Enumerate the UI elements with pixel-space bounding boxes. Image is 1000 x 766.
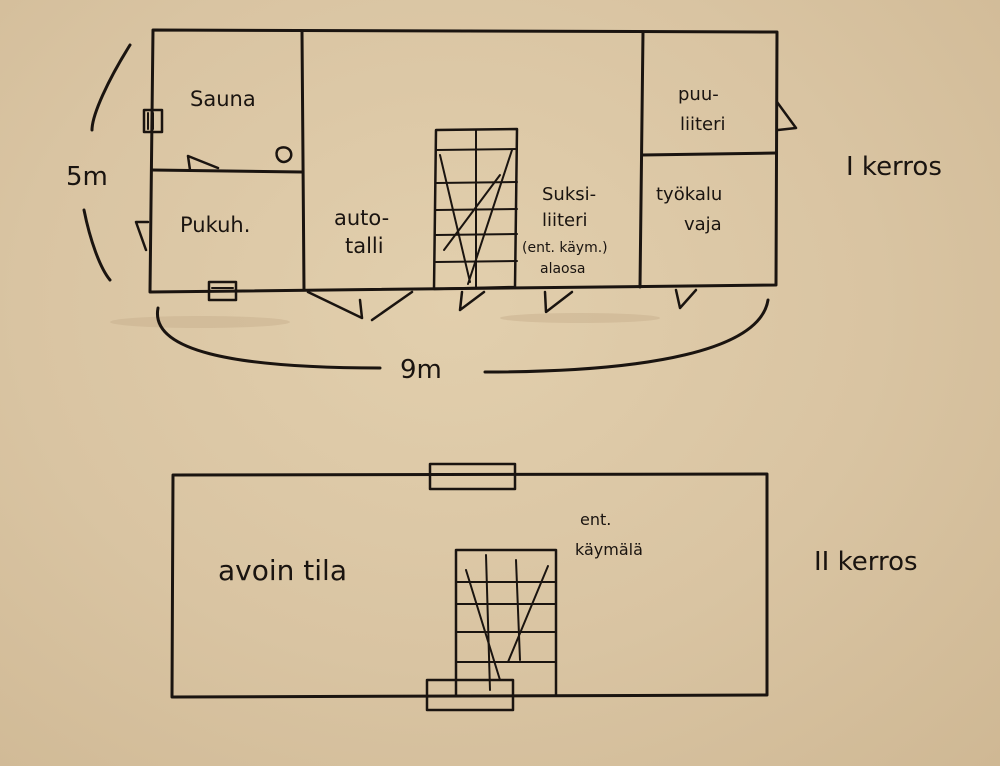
window-floor-2-bottom <box>425 678 515 712</box>
wall-woodshed <box>638 30 645 289</box>
floor-2-outline <box>170 472 769 699</box>
room-label-suksiliiteri-line2: liiteri <box>542 210 588 231</box>
window-sauna <box>142 108 164 134</box>
room-label-puuliiteri-line2: liiteri <box>680 114 726 135</box>
dimension-arc-height-top <box>90 43 132 132</box>
wall-sauna-garage <box>300 30 306 292</box>
room-label-suksiliiteri-line3: (ent. käym.) <box>522 240 608 256</box>
stove-icon <box>275 146 293 164</box>
dimension-label-height: 5m <box>66 162 108 192</box>
room-label-avoin-tila: avoin tila <box>218 554 347 587</box>
dimension-label-width: 9m <box>400 355 442 385</box>
dimension-arc-height-bottom <box>82 208 112 282</box>
door-woodshed <box>775 100 798 132</box>
room-label-ent-kaymala-line1: ent. <box>580 510 611 529</box>
window-pukuh <box>207 280 238 302</box>
door-stairs <box>458 290 486 312</box>
room-label-autotalli-line2: talli <box>345 234 384 258</box>
room-label-tyokaluvaja-line2: vaja <box>684 214 722 235</box>
dimension-arc-width-left <box>156 306 382 370</box>
door-sauna <box>186 154 220 172</box>
floor-2-title: II kerros <box>814 547 918 577</box>
wall-sauna-pukuh <box>150 168 304 174</box>
paper-smudge <box>500 313 660 323</box>
staircase-floor-2 <box>454 548 558 697</box>
door-tool-shed <box>674 288 698 310</box>
room-label-ent-kaymala-line2: käymälä <box>575 540 643 559</box>
floor-2-plan: avoin tila ent. käymälä II kerros <box>170 462 918 712</box>
room-label-suksiliiteri-line4: alaosa <box>540 261 586 277</box>
room-label-pukuh: Pukuh. <box>180 213 250 237</box>
dimension-arc-width-right <box>483 298 770 374</box>
room-label-sauna: Sauna <box>190 87 256 111</box>
floor-1-plan: Sauna Pukuh. auto- talli Suksi- liiteri … <box>66 28 942 385</box>
wall-woodshed-toolshed <box>640 151 778 157</box>
room-label-autotalli-line1: auto- <box>334 206 389 230</box>
room-label-tyokaluvaja-line1: työkalu <box>656 184 722 205</box>
window-sauna-detail <box>147 112 154 130</box>
floor-1-title: I kerros <box>846 152 942 182</box>
door-pukuh-exterior <box>134 220 150 252</box>
door-garage-left <box>306 290 364 320</box>
paper-smudge <box>110 316 290 328</box>
window-floor-2-top <box>428 462 517 491</box>
door-garage-right <box>370 290 414 322</box>
room-label-suksiliiteri-line1: Suksi- <box>542 184 596 205</box>
staircase-floor-1 <box>432 127 519 291</box>
room-label-puuliiteri-line1: puu- <box>678 84 719 105</box>
door-ski-shed <box>543 290 574 314</box>
floor-1-outline <box>148 28 779 294</box>
